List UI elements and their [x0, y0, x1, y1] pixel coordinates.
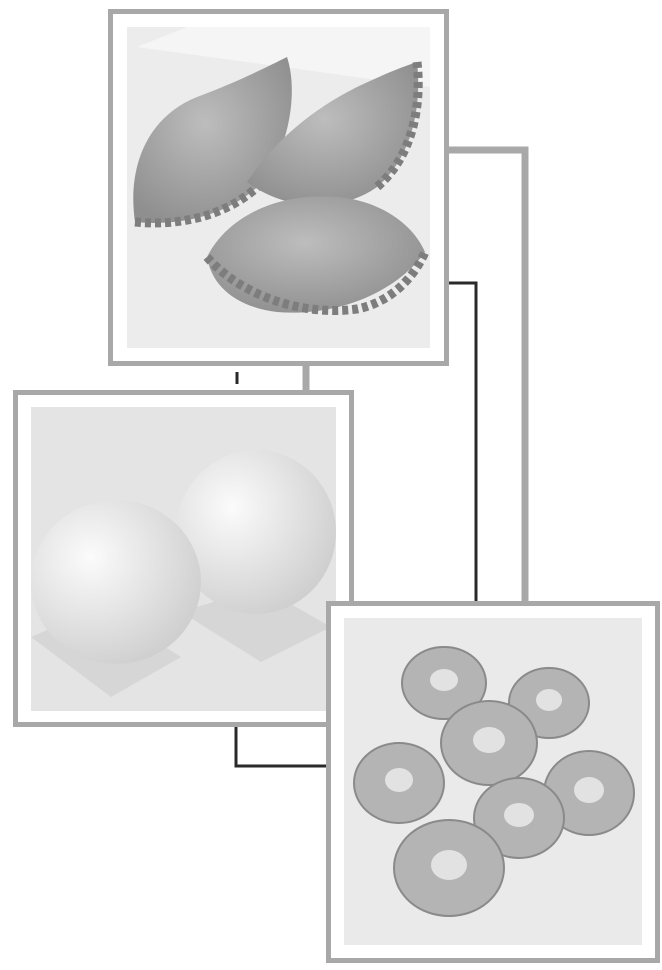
ring-doughnuts-image — [344, 618, 642, 945]
photo-frame-pastries — [108, 9, 449, 366]
photo-frame-doughnuts — [326, 601, 660, 963]
photo-frame-buns — [13, 390, 354, 727]
steamed-buns-image — [31, 407, 336, 711]
curry-puffs-image — [127, 27, 430, 348]
